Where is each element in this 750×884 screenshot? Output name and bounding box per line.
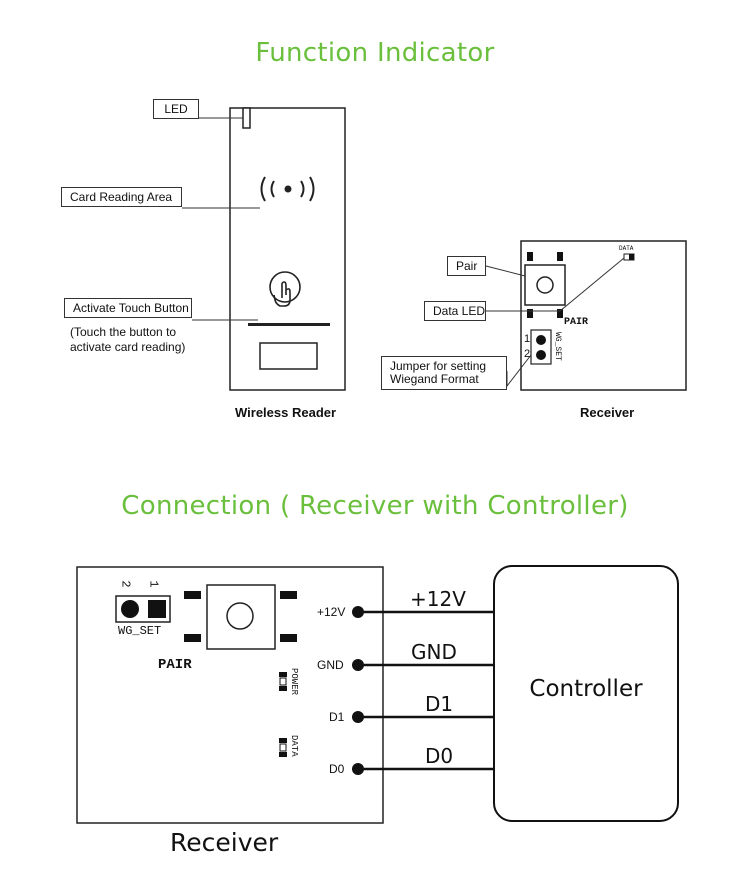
pair-pad (280, 591, 297, 599)
data-led-pad (279, 738, 287, 743)
pair-button-circle (226, 602, 254, 630)
terminal-label-d1: D1 (329, 710, 345, 724)
wire-label-12v: +12V (410, 587, 466, 611)
jumper-pin (536, 350, 546, 360)
jumper-pin (536, 335, 546, 345)
jumper-leader (506, 354, 532, 388)
wireless-reader-caption: Wireless Reader (235, 405, 337, 420)
rfid-icon (260, 176, 315, 202)
jumper-pin-2 (121, 600, 139, 618)
board-pin2-label: 2 (118, 580, 133, 588)
data-led-leader (486, 257, 625, 312)
jumper-small (530, 329, 552, 365)
pair-button-circle (536, 276, 554, 294)
power-led-pad (279, 672, 287, 677)
power-led-pad (279, 686, 287, 691)
power-led (279, 677, 287, 686)
pin2-small: 2 (524, 348, 531, 360)
terminal-label-d0: D0 (329, 762, 345, 776)
receiver-caption: Receiver (170, 828, 279, 857)
terminal-d1 (352, 711, 364, 723)
pair-pad (557, 252, 563, 261)
pair-pad (527, 252, 533, 261)
led-callout: LED (153, 99, 199, 119)
touch-button (259, 342, 318, 370)
pair-pad (557, 309, 563, 318)
pair-pad (527, 309, 533, 318)
terminal-d0 (352, 763, 364, 775)
receiver-board-small (520, 240, 687, 391)
controller-label: Controller (529, 676, 643, 702)
board-data-label: DATA (289, 735, 299, 757)
board-pin1-label: 1 (146, 580, 161, 588)
wire-label-gnd: GND (411, 640, 457, 664)
touch-hand-icon (269, 271, 301, 307)
card-area-callout: Card Reading Area (61, 187, 182, 207)
wire-label-d1: D1 (425, 692, 454, 716)
connection-title: Connection ( Receiver with Controller) (121, 491, 629, 521)
pair-pad (184, 634, 201, 642)
pin1-small: 1 (524, 333, 531, 345)
terminal-12v (352, 606, 364, 618)
controller-box (493, 565, 679, 822)
terminal-gnd (352, 659, 364, 671)
terminal-label-12v: +12V (317, 605, 346, 619)
pair-tag-small: PAIR (564, 317, 589, 328)
touch-button-callout: Activate Touch Button (64, 298, 192, 318)
data-led-fill (629, 254, 634, 260)
terminal-label-gnd: GND (317, 658, 344, 672)
wire-label-d0: D0 (425, 744, 454, 768)
data-led (279, 743, 287, 752)
board-power-label: POWER (289, 668, 299, 696)
pair-pad (280, 634, 297, 642)
jumper-callout-line1: Jumper for setting (390, 359, 487, 373)
wg-set-tag-small: WG_SET (553, 332, 562, 361)
jumper-callout-line2: Wiegand Format (390, 372, 479, 386)
pair-pad (184, 591, 201, 599)
board-pair-label: PAIR (158, 657, 192, 673)
touch-bar (248, 323, 330, 326)
data-tag-small: DATA (619, 245, 634, 252)
touch-note-line1: (Touch the button to (70, 325, 177, 339)
data-led-pad (279, 752, 287, 757)
jumper-pin-1 (148, 600, 166, 618)
pair-leader (485, 265, 526, 277)
function-indicator-title: Function Indicator (255, 38, 495, 68)
board-wg-set-label: WG_SET (118, 624, 162, 638)
receiver-caption-small: Receiver (580, 405, 635, 420)
jumper-callout: Jumper for setting Wiegand Format (381, 356, 507, 390)
reader-led (242, 107, 251, 129)
pair-callout: Pair (447, 256, 486, 276)
data-led-callout: Data LED (424, 301, 486, 321)
touch-note-line2: activate card reading) (70, 340, 186, 354)
